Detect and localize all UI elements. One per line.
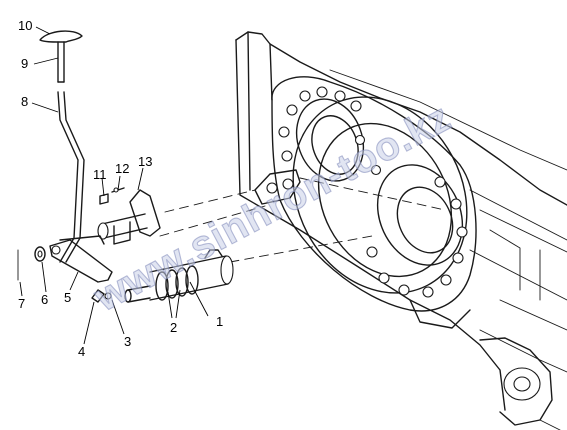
callout-5: 5	[64, 290, 71, 305]
flange-plate	[271, 76, 477, 329]
part-10-knob	[39, 30, 83, 43]
part-3-clip	[104, 292, 112, 300]
gearbox-housing	[235, 31, 567, 430]
part-8-lower-rod	[57, 91, 85, 263]
part-5-link	[49, 235, 113, 283]
callout-10: 10	[18, 18, 32, 33]
callout-9: 9	[21, 56, 28, 71]
callout-7: 7	[18, 296, 25, 311]
callout-13: 13	[138, 154, 152, 169]
callout-11: 11	[93, 167, 107, 182]
mounting-bracket	[254, 169, 301, 205]
part-6-washer	[34, 246, 46, 262]
assembly-lines	[159, 177, 446, 263]
part-11-bolt	[99, 193, 109, 205]
part-13-lever	[97, 189, 161, 245]
callout-1: 1	[216, 314, 223, 329]
callout-3: 3	[124, 334, 131, 349]
callout-6: 6	[41, 292, 48, 307]
callout-2: 2	[170, 320, 177, 335]
part-4-pin	[91, 289, 105, 303]
callout-4: 4	[78, 344, 85, 359]
leader-lines	[19, 26, 209, 345]
callout-labels: 10 9 8 11 12 13 1 2 3 4 5 6 7	[18, 18, 223, 359]
part-1-shaft	[124, 249, 234, 303]
callout-8: 8	[21, 94, 28, 109]
callout-12: 12	[115, 161, 129, 176]
part-9-upper-rod	[57, 41, 65, 83]
part-2-sleeves	[155, 265, 199, 301]
